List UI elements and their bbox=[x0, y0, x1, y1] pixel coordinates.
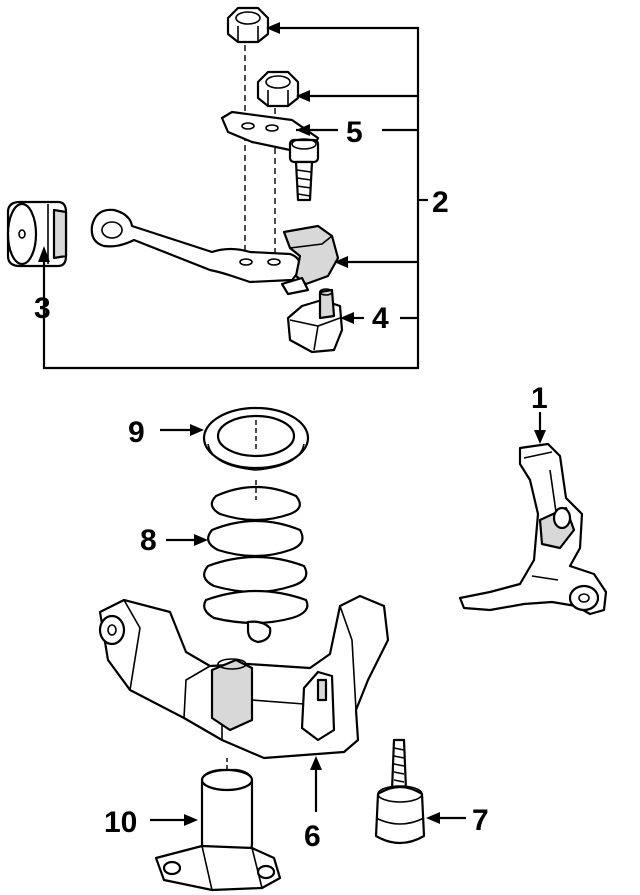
spring-insulator bbox=[160, 406, 310, 471]
lower-control-arm-bushing bbox=[150, 758, 282, 892]
coil-spring bbox=[166, 480, 309, 644]
callout-1: 1 bbox=[531, 382, 548, 415]
lower-control-arm bbox=[98, 594, 390, 812]
upper-nut-top bbox=[226, 6, 270, 44]
callout-9: 9 bbox=[128, 416, 145, 449]
callout-10: 10 bbox=[104, 806, 137, 839]
ball-joint-bolt bbox=[288, 138, 320, 202]
callout-5: 5 bbox=[346, 116, 363, 149]
upper-control-arm bbox=[90, 208, 340, 296]
upper-nut-lower bbox=[256, 70, 300, 108]
callout-2-bracket bbox=[38, 22, 428, 370]
callout-4: 4 bbox=[372, 302, 389, 335]
lower-ball-joint bbox=[374, 738, 466, 845]
callout-2: 2 bbox=[432, 186, 449, 219]
callout-8: 8 bbox=[140, 524, 157, 557]
upper-control-arm-assembly bbox=[6, 6, 344, 354]
upper-ball-joint bbox=[286, 288, 344, 354]
callout-3: 3 bbox=[34, 292, 51, 325]
callout-6: 6 bbox=[304, 820, 321, 853]
steering-knuckle bbox=[458, 412, 608, 616]
callout-7: 7 bbox=[472, 804, 489, 837]
control-arm-bushing bbox=[6, 200, 68, 268]
